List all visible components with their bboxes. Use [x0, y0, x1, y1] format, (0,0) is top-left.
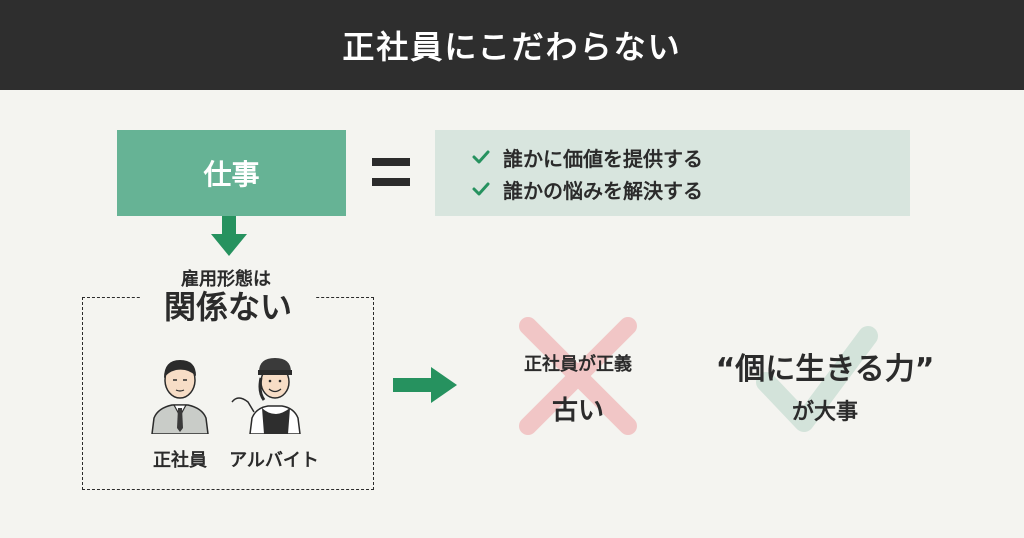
- office-worker-icon: [151, 360, 209, 434]
- job-label: 仕事: [203, 158, 260, 191]
- new-view-line2: が大事: [791, 400, 858, 425]
- definition-item: 誰かに価値を提供する: [471, 141, 910, 173]
- header-bar: 正社員にこだわらない: [0, 0, 1024, 90]
- check-icon: [472, 182, 490, 196]
- employment-title: 関係ない: [140, 287, 316, 327]
- job-box: 仕事: [117, 130, 346, 216]
- equals-icon: [372, 158, 410, 186]
- down-arrow-icon: [211, 216, 247, 256]
- cross-icon: [519, 317, 637, 435]
- employment-subtitle: 雇用形態は: [160, 265, 292, 291]
- right-arrow-icon: [393, 367, 457, 403]
- check-icon: [472, 150, 490, 164]
- part-timer-icon: [231, 358, 301, 434]
- old-view-line1: 正社員が正義: [524, 354, 632, 375]
- definition-item: 誰かの悩みを解決する: [471, 173, 910, 205]
- check-mark-icon: [756, 326, 878, 432]
- definition-text: 誰かに価値を提供する: [503, 146, 703, 171]
- old-view-line2: 古い: [551, 396, 604, 426]
- new-view-line1: “個に生きる力”: [715, 352, 935, 387]
- page-title: 正社員にこだわらない: [342, 28, 682, 66]
- person-label-parttime: アルバイト: [229, 450, 319, 471]
- definition-text: 誰かの悩みを解決する: [503, 178, 703, 203]
- person-label-fulltime: 正社員: [153, 450, 207, 471]
- definition-box: 誰かに価値を提供する 誰かの悩みを解決する: [435, 130, 910, 216]
